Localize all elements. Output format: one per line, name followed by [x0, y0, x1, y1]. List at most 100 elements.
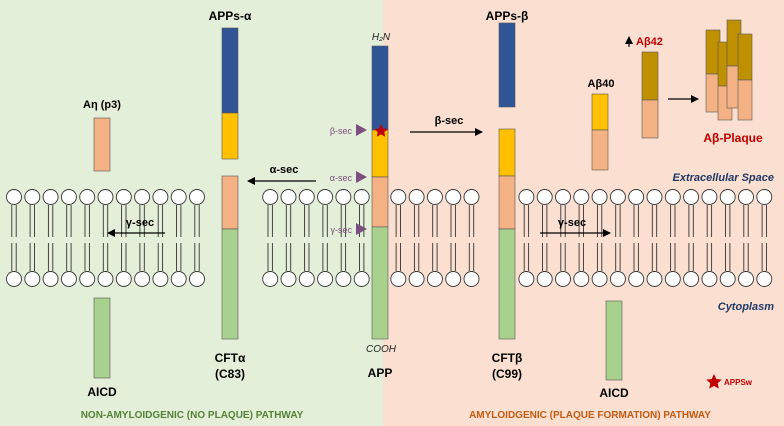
apps-beta-label: APPs-β [486, 9, 529, 23]
lipid-head [335, 189, 352, 205]
lipid-head [738, 271, 754, 287]
lipid-head [518, 271, 535, 287]
lipid-head [152, 271, 169, 287]
h2n-label: H₂N [372, 32, 391, 43]
plaque-fibril-4-olive [737, 33, 753, 81]
lipid-head [683, 189, 700, 205]
lipid-head [335, 271, 352, 287]
app-label: APP [368, 366, 393, 380]
non-amyloidogenic-pathway-title: NON-AMYLOIDGENIC (NO PLAQUE) PATHWAY [81, 410, 304, 421]
cft-beta-yellow-segment [498, 128, 516, 177]
lipid-head [536, 189, 553, 205]
cft-beta-salmon-segment [498, 175, 516, 230]
lipid-head [701, 189, 718, 205]
a-eta-label: Aη (p3) [83, 99, 121, 111]
beta-sec-site-label: β-sec [330, 126, 353, 136]
amyloidogenic-pathway-title: AMYLOIDGENIC (PLAQUE FORMATION) PATHWAY [469, 410, 711, 421]
lipid-head [152, 189, 169, 205]
app-green-segment [371, 226, 389, 340]
cytoplasm-label: Cytoplasm [718, 301, 774, 313]
lipid-head [408, 189, 425, 205]
app-yellow-segment [371, 129, 389, 178]
lipid-head [115, 189, 132, 205]
lipid-head [262, 271, 279, 287]
lipid-head [463, 271, 480, 287]
cft-alpha-green-segment [221, 228, 239, 340]
lipid-head [719, 271, 736, 287]
lipid-head [756, 189, 773, 205]
lipid-head [353, 189, 370, 205]
lipid-head [664, 271, 681, 287]
lipid-head [609, 189, 626, 205]
lipid-head [298, 271, 315, 287]
lipid-head [189, 271, 205, 287]
lipid-head [609, 271, 626, 287]
plaque-fibril-4-salmon [737, 79, 753, 121]
lipid-head [426, 189, 443, 205]
lipid-head [298, 189, 315, 205]
lipid-head [756, 271, 773, 287]
ab-plaque-label: Aβ-Plaque [703, 131, 763, 145]
lipid-head [317, 271, 334, 287]
appsw-legend-label: APPSw [724, 378, 753, 387]
lipid-head [115, 271, 132, 287]
cft-alpha-salmon-segment [221, 175, 239, 230]
c99-label: (C99) [492, 367, 522, 381]
lipid-head [280, 271, 297, 287]
lipid-head [536, 271, 553, 287]
cft-beta-green-segment [498, 228, 516, 340]
lipid-head [445, 271, 462, 287]
lipid-head [591, 189, 608, 205]
beta-sec-site-marker-icon [356, 124, 367, 136]
lipid-head [262, 189, 279, 205]
lipid-bilayer [6, 189, 773, 287]
ab42-salmon-segment [641, 99, 659, 139]
lipid-head [353, 271, 370, 287]
lipid-head [317, 189, 334, 205]
lipid-head [646, 189, 663, 205]
lipid-head [426, 271, 443, 287]
lipid-head [97, 189, 114, 205]
lipid-head [738, 189, 754, 205]
lipid-head [701, 271, 718, 287]
lipid-head [555, 271, 571, 287]
aicd-left-fragment [93, 297, 111, 379]
lipid-head [280, 189, 297, 205]
app-blue-segment [371, 45, 389, 131]
lipid-head [390, 271, 407, 287]
lipid-head [79, 189, 96, 205]
gamma-sec-site-label: γ-sec [330, 225, 352, 235]
ab42-olive-segment [641, 51, 659, 101]
appsw-mutation-star-icon [374, 124, 388, 137]
apps-alpha-label: APPs-α [209, 9, 252, 23]
lipid-head [134, 189, 151, 205]
lipid-head [683, 271, 700, 287]
beta-sec-arrow-label: β-sec [435, 115, 464, 127]
lipid-head [573, 271, 590, 287]
lipid-head [170, 189, 187, 205]
c83-label: (C83) [215, 367, 245, 381]
non-amyloidogenic-background [0, 0, 383, 426]
lipid-head [24, 189, 41, 205]
lipid-head [518, 189, 535, 205]
lipid-head [170, 271, 187, 287]
ab40-label: Aβ40 [588, 78, 615, 90]
lipid-head [719, 189, 736, 205]
alpha-sec-arrow-label: α-sec [270, 164, 299, 176]
lipid-head [97, 271, 114, 287]
a-eta-fragment [93, 117, 111, 172]
alpha-sec-site-marker-icon [356, 171, 367, 183]
app-salmon-segment [371, 176, 389, 228]
app-protein [371, 45, 389, 340]
lipid-head [6, 271, 22, 287]
lipid-head [6, 189, 22, 205]
lipid-head [628, 271, 645, 287]
apps-alpha-yellow-segment [221, 112, 239, 160]
ab-plaque-cluster [705, 19, 753, 121]
apps-beta-fragment [498, 22, 516, 108]
lipid-head [79, 271, 96, 287]
cft-alpha-label: CFTα [215, 351, 246, 365]
cft-beta-label: CFTβ [492, 351, 523, 365]
extracellular-space-label: Extracellular Space [672, 172, 774, 184]
aicd-right-label: AICD [599, 386, 629, 400]
